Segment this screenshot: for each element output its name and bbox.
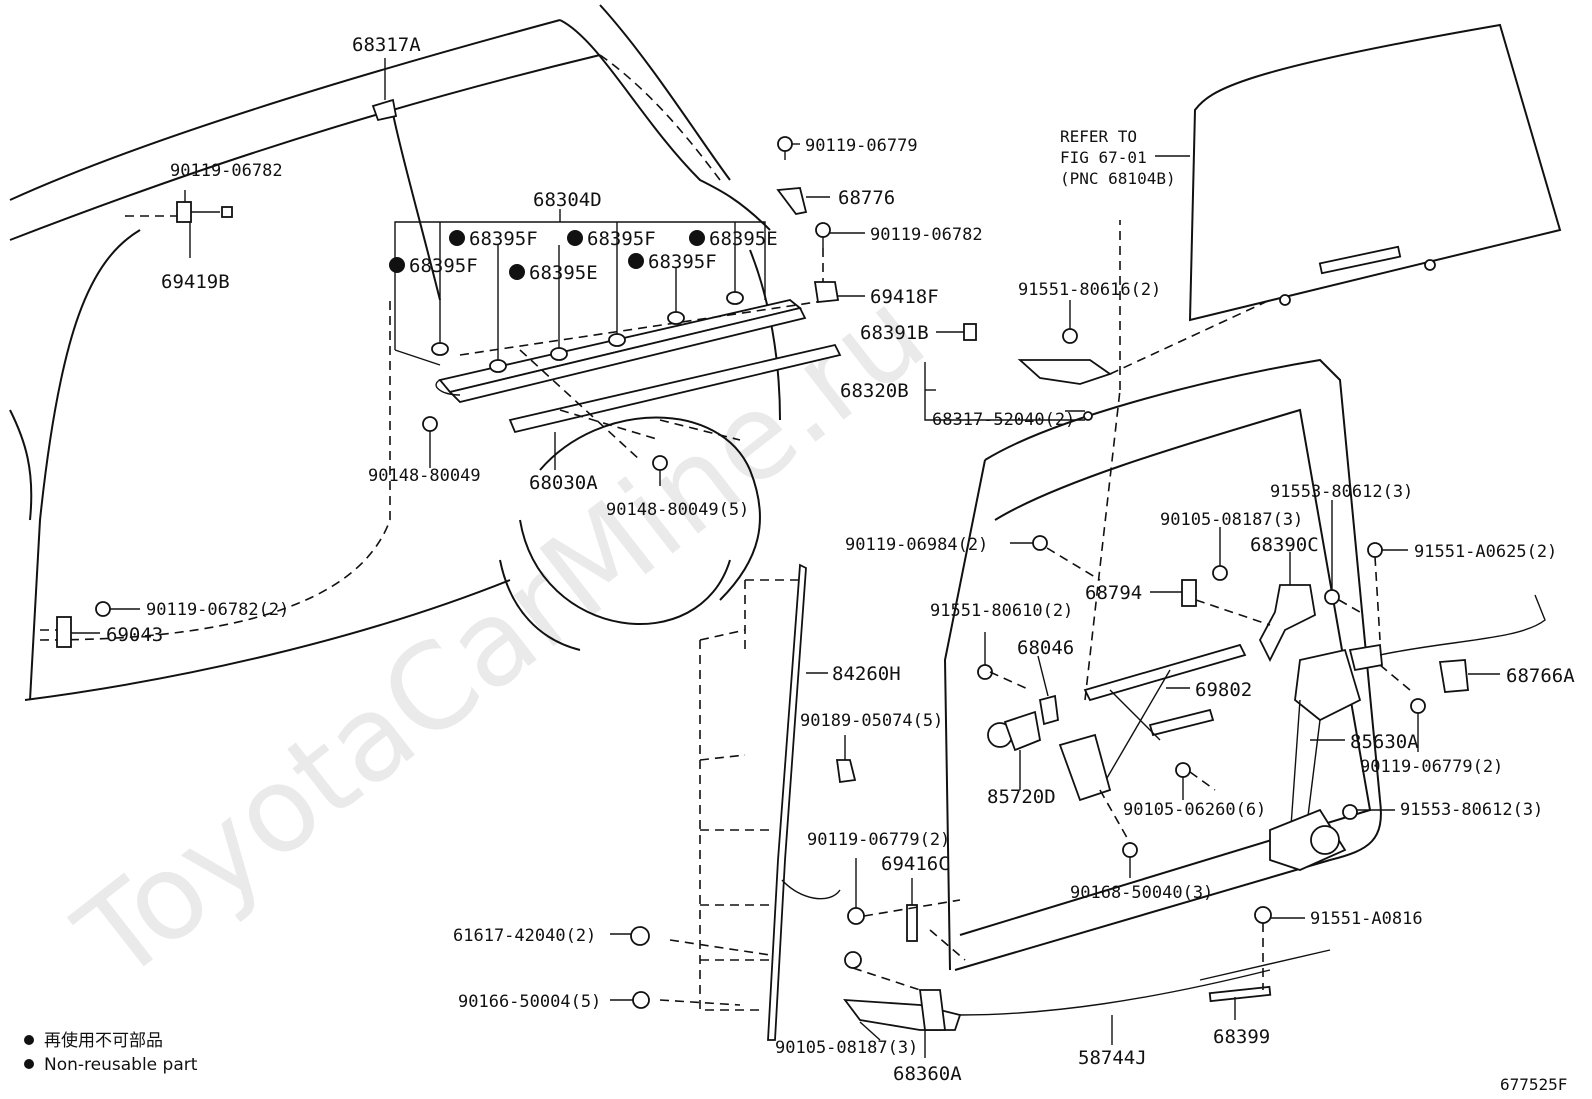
label-68320b: 68320B: [840, 380, 909, 402]
label-68776: 68776: [838, 187, 895, 209]
regulator-bolts: [1010, 527, 1228, 878]
label-90119-06779-2: 90119-06779(2): [1360, 757, 1503, 777]
label-90119-06782: 90119-06782: [870, 225, 983, 245]
label-68766a: 68766A: [1506, 665, 1575, 687]
label-68317a: 68317A: [352, 34, 421, 56]
label-91551-a0625: 91551-A0625(2): [1414, 542, 1557, 562]
part-labels: 68317A 90119-06782 69419B 68304D 68395F …: [106, 34, 1575, 1085]
legend-marker-icon: [24, 1035, 34, 1045]
label-61617-42040: 61617-42040(2): [453, 926, 596, 946]
weatherstrip-clips: [610, 735, 961, 1009]
label-68399: 68399: [1213, 1026, 1270, 1048]
upper-left-parts: [125, 58, 398, 258]
label-68046: 68046: [1017, 637, 1074, 659]
upper-right-parts: [776, 136, 865, 303]
label-90148-80049-5: 90148-80049(5): [606, 500, 749, 520]
lower-hinge-68360a: [843, 929, 966, 1058]
door-glass: [1188, 23, 1562, 322]
label-91551-80616: 91551-80616(2): [1018, 280, 1161, 300]
label-90166-50004: 90166-50004(5): [458, 992, 601, 1012]
cable-58744j: [959, 949, 1331, 1045]
label-68395f: 68395F: [409, 255, 478, 277]
label-68360a: 68360A: [893, 1063, 962, 1085]
label-68317-52040: 68317-52040(2): [932, 410, 1075, 430]
label-69419b: 69419B: [161, 271, 230, 293]
label-69416c: 69416C: [881, 853, 950, 875]
catch-69043: [40, 601, 140, 648]
label-90168-50040: 90168-50040(3): [1070, 883, 1213, 903]
label-90119-06779-2: 90119-06779(2): [807, 830, 950, 850]
label-90119-06779: 90119-06779: [805, 136, 918, 156]
label-91551-a0816: 91551-A0816: [1310, 909, 1423, 929]
label-85630a: 85630A: [1350, 731, 1419, 753]
grommet: [726, 291, 744, 305]
label-85720d: 85720D: [987, 786, 1056, 808]
non-reusable-marker-icon: [449, 230, 465, 246]
non-reusable-marker-icon: [389, 257, 405, 273]
legend-japanese: 再使用不可部品: [44, 1030, 163, 1051]
legend: 再使用不可部品 Non-reusable part: [24, 1030, 198, 1075]
label-91551-80610: 91551-80610(2): [930, 601, 1073, 621]
vehicle-body-outline: [9, 4, 781, 701]
grommet: [431, 342, 449, 356]
figure-code: 677525F: [1500, 1075, 1567, 1094]
label-90119-06782-2: 90119-06782(2): [146, 600, 289, 620]
latch-68390c: [1150, 500, 1366, 663]
label-90148-80049: 90148-80049: [368, 466, 481, 486]
legend-english: Non-reusable part: [44, 1055, 198, 1075]
label-90189-05074: 90189-05074(5): [800, 711, 943, 731]
grommet-group: [431, 291, 744, 373]
lower-left-bolts: [422, 416, 668, 486]
label-68395e: 68395E: [709, 228, 778, 250]
grommet: [608, 333, 626, 347]
grommet: [550, 347, 568, 361]
leader-lines: [1065, 155, 1190, 412]
center-roller-assembly: [924, 299, 1271, 421]
label-91553-80612: 91553-80612(3): [1400, 800, 1543, 820]
part-68399: [1208, 906, 1305, 1020]
label-84260h: 84260H: [832, 663, 901, 685]
label-69802: 69802: [1195, 679, 1252, 701]
label-91553-80612: 91553-80612(3): [1270, 482, 1413, 502]
label-69418f: 69418F: [870, 286, 939, 308]
regulator-motor-85720d: [977, 632, 1059, 790]
non-reusable-marker-icon: [567, 230, 583, 246]
grommet: [667, 311, 685, 325]
label-90119-06984: 90119-06984(2): [845, 535, 988, 555]
label-68794: 68794: [1085, 582, 1142, 604]
grommet: [489, 359, 507, 373]
label-90105-08187-3: 90105-08187(3): [775, 1038, 918, 1058]
legend-marker-icon: [24, 1059, 34, 1069]
label-68395f: 68395F: [587, 228, 656, 250]
refer-note-line3: (PNC 68104B): [1060, 169, 1176, 188]
weatherstrip-dash-lines: [659, 579, 800, 1011]
bracket-68304d-lines: [394, 209, 766, 366]
lock-assembly-85630a: [1269, 542, 1546, 871]
window-regulator-69802: [1058, 220, 1247, 802]
label-69043: 69043: [106, 624, 163, 646]
label-68391b: 68391B: [860, 322, 929, 344]
non-reusable-marker-icon: [628, 253, 644, 269]
label-90119-06782: 90119-06782: [170, 161, 283, 181]
label-90105-08187-3: 90105-08187(3): [1160, 510, 1303, 530]
weatherstrip-84260h: [767, 563, 841, 1041]
label-68395e: 68395E: [529, 262, 598, 284]
label-90105-06260: 90105-06260(6): [1123, 800, 1266, 820]
label-68304d: 68304D: [533, 189, 602, 211]
non-reusable-marker-icon: [509, 264, 525, 280]
refer-note-line1: REFER TO: [1060, 127, 1137, 146]
label-68395f: 68395F: [469, 228, 538, 250]
sliding-door-outline: [943, 358, 1382, 971]
label-68395f: 68395F: [648, 251, 717, 273]
label-58744j: 58744J: [1078, 1047, 1147, 1069]
refer-note-line2: FIG 67-01: [1060, 148, 1147, 167]
non-reusable-marker-icon: [689, 230, 705, 246]
label-68030a: 68030A: [529, 472, 598, 494]
label-68390c: 68390C: [1250, 534, 1319, 556]
